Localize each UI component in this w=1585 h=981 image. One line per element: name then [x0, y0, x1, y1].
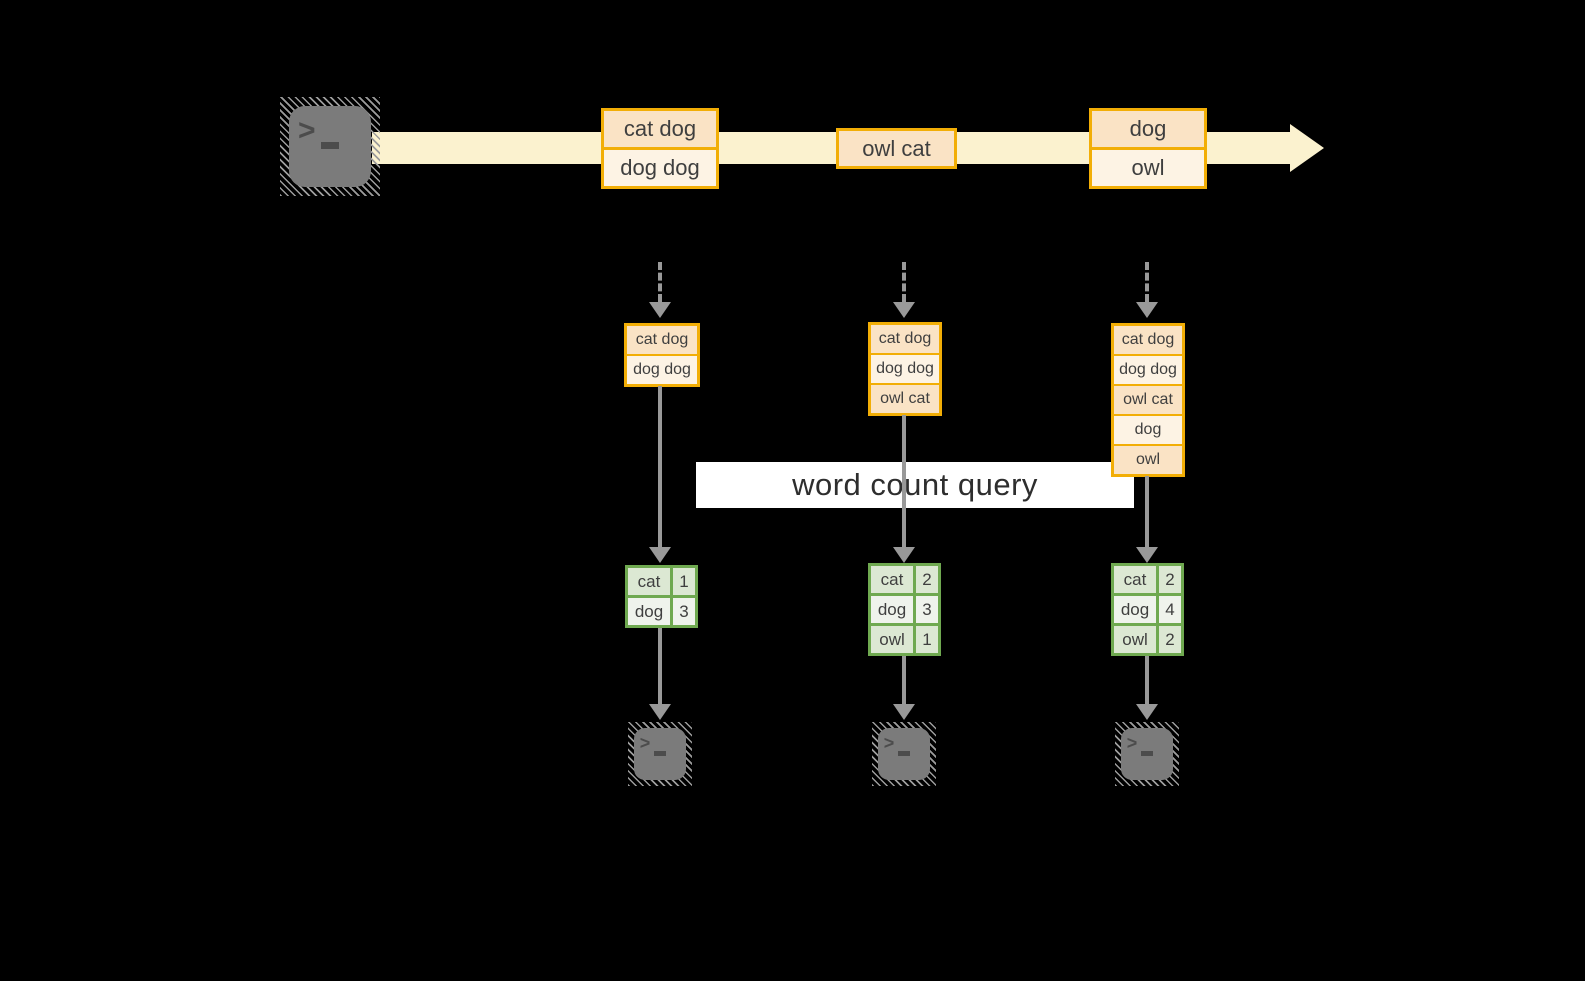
- count-cell: 2: [913, 566, 938, 593]
- arrow-down-icon: [1136, 547, 1158, 563]
- buffer-line: owl cat: [871, 383, 939, 413]
- connector-line: [658, 386, 662, 547]
- arrow-down-icon: [649, 704, 671, 720]
- stream-event-box-2: owl cat: [836, 128, 957, 169]
- query-label: word count query: [792, 467, 1038, 502]
- count-cell: 2: [1156, 566, 1181, 593]
- terminal-icon: >: [872, 722, 936, 786]
- buffer-line: dog dog: [1114, 354, 1182, 384]
- word-cell: dog: [1114, 596, 1156, 623]
- connector-line: [1145, 476, 1149, 547]
- buffer-line: cat dog: [627, 326, 697, 354]
- table-row: cat 2: [871, 566, 938, 593]
- stream-event-box-1: cat dog dog dog: [601, 108, 719, 189]
- event-buffer-1: cat dog dog dog: [624, 323, 700, 387]
- table-row: dog 3: [628, 595, 695, 625]
- count-cell: 1: [913, 626, 938, 653]
- arrow-down-icon: [649, 547, 671, 563]
- table-row: dog 4: [1114, 593, 1181, 623]
- table-row: owl 1: [871, 623, 938, 653]
- word-cell: owl: [871, 626, 913, 653]
- terminal-icon: >: [1115, 722, 1179, 786]
- buffer-line: owl cat: [1114, 384, 1182, 414]
- terminal-body: >: [1121, 728, 1173, 780]
- terminal-prompt-underscore-icon: [654, 750, 666, 756]
- arrow-down-icon: [893, 302, 915, 318]
- terminal-icon: >: [280, 97, 380, 196]
- table-row: cat 1: [628, 568, 695, 595]
- table-row: cat 2: [1114, 566, 1181, 593]
- connector-line: [1145, 656, 1149, 704]
- buffer-line: cat dog: [871, 325, 939, 353]
- stream-event-line: cat dog: [604, 111, 716, 147]
- dashed-connector: [902, 262, 906, 302]
- stream-event-line: dog dog: [604, 147, 716, 186]
- stream-arrowhead-icon: [1290, 124, 1324, 172]
- arrow-down-icon: [1136, 302, 1158, 318]
- count-cell: 3: [913, 596, 938, 623]
- connector-line: [658, 628, 662, 704]
- terminal-prompt-chevron-icon: >: [298, 113, 316, 147]
- terminal-body: >: [634, 728, 686, 780]
- buffer-line: cat dog: [1114, 326, 1182, 354]
- table-row: dog 3: [871, 593, 938, 623]
- buffer-line: owl: [1114, 444, 1182, 474]
- terminal-prompt-underscore-icon: [320, 141, 339, 149]
- word-cell: cat: [1114, 566, 1156, 593]
- buffer-line: dog dog: [871, 353, 939, 383]
- word-cell: dog: [628, 598, 670, 625]
- count-cell: 1: [670, 568, 695, 595]
- terminal-prompt-chevron-icon: >: [883, 733, 895, 754]
- event-buffer-3: cat dog dog dog owl cat dog owl: [1111, 323, 1185, 477]
- word-cell: cat: [871, 566, 913, 593]
- stream-event-line: dog: [1092, 111, 1204, 147]
- buffer-line: dog: [1114, 414, 1182, 444]
- terminal-prompt-chevron-icon: >: [639, 733, 651, 754]
- terminal-icon: >: [628, 722, 692, 786]
- event-buffer-2: cat dog dog dog owl cat: [868, 322, 942, 416]
- count-cell: 2: [1156, 626, 1181, 653]
- count-cell: 3: [670, 598, 695, 625]
- stream-event-line: owl: [1092, 147, 1204, 186]
- dashed-connector: [1145, 262, 1149, 302]
- terminal-body: >: [289, 106, 371, 187]
- connector-line: [902, 415, 906, 547]
- buffer-line: dog dog: [627, 354, 697, 384]
- connector-line: [902, 656, 906, 704]
- terminal-prompt-chevron-icon: >: [1126, 733, 1138, 754]
- stream-event-box-3: dog owl: [1089, 108, 1207, 189]
- terminal-body: >: [878, 728, 930, 780]
- word-cell: dog: [871, 596, 913, 623]
- arrow-down-icon: [893, 704, 915, 720]
- count-cell: 4: [1156, 596, 1181, 623]
- word-count-table-3: cat 2 dog 4 owl 2: [1111, 563, 1184, 656]
- word-count-table-2: cat 2 dog 3 owl 1: [868, 563, 941, 656]
- terminal-prompt-underscore-icon: [1141, 750, 1153, 756]
- query-label-box: word count query: [696, 462, 1134, 508]
- stream-event-line: owl cat: [839, 131, 954, 166]
- terminal-prompt-underscore-icon: [898, 750, 910, 756]
- arrow-down-icon: [649, 302, 671, 318]
- dashed-connector: [658, 262, 662, 302]
- arrow-down-icon: [893, 547, 915, 563]
- word-count-table-1: cat 1 dog 3: [625, 565, 698, 628]
- word-cell: cat: [628, 568, 670, 595]
- arrow-down-icon: [1136, 704, 1158, 720]
- word-cell: owl: [1114, 626, 1156, 653]
- table-row: owl 2: [1114, 623, 1181, 653]
